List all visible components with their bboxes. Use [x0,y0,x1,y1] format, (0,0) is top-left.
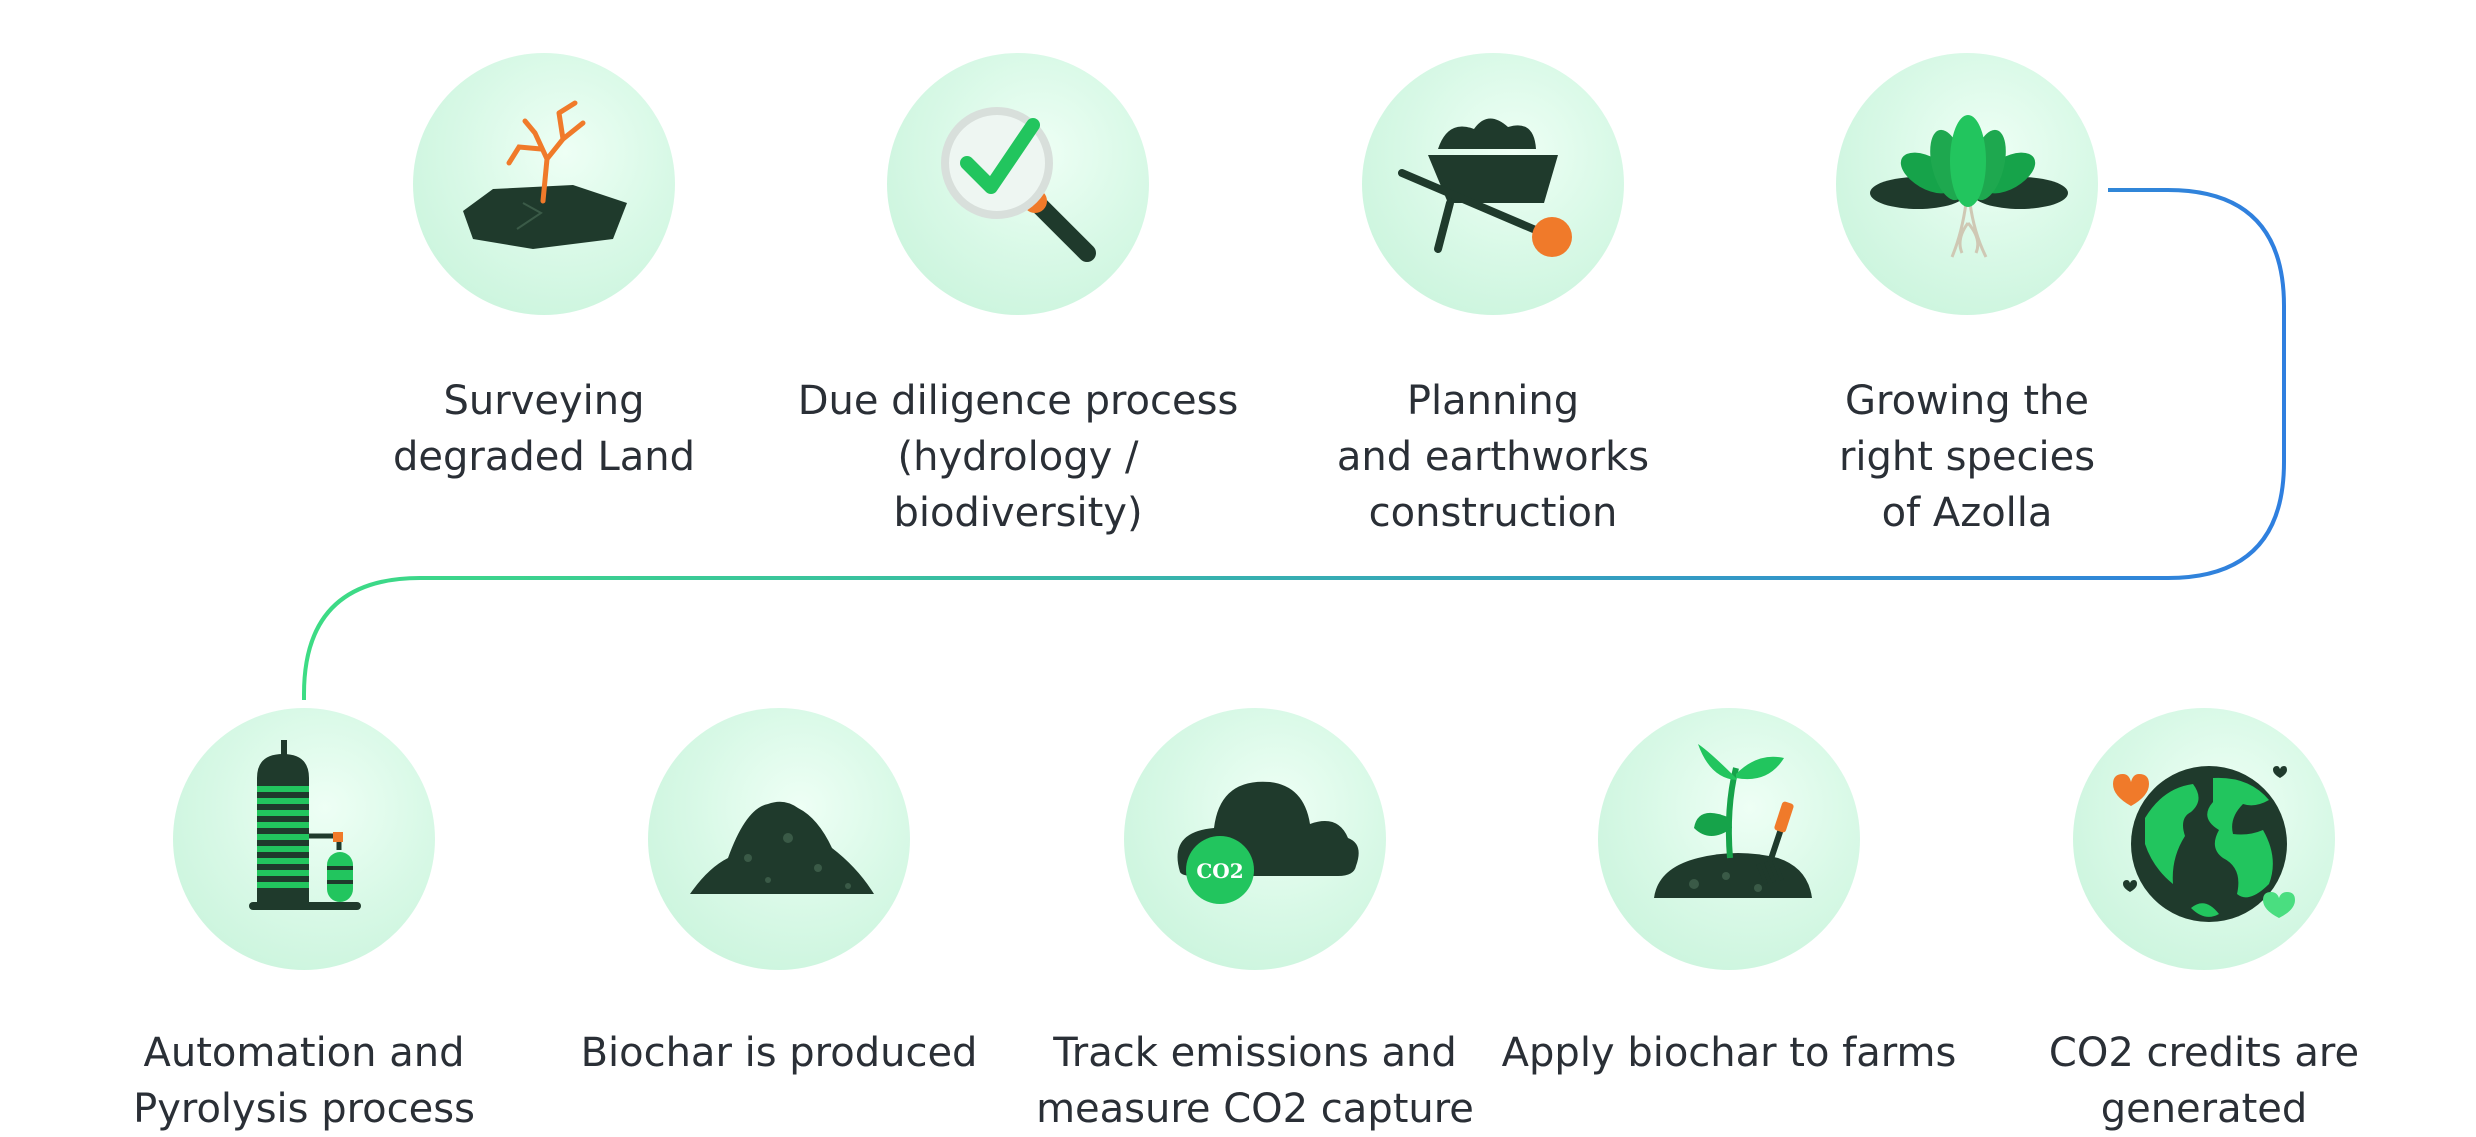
step-icon-circle [1836,53,2098,315]
step-due-diligence: Due diligence process (hydrology / biodi… [758,53,1278,541]
magnifier-check-icon [941,107,1096,262]
step-track-emissions: CO2 Track emissions and measure CO2 capt… [995,708,1515,1137]
pyrolysis-tower-icon [249,740,361,910]
seedling-soil-icon [1654,744,1812,898]
step-label: Biochar is produced [580,1030,978,1076]
azolla-plant-icon [1870,115,2068,258]
co2-badge-text: CO2 [1196,859,1243,883]
step-label: CO2 credits are generated [2048,1030,2360,1132]
step-pyrolysis: Automation and Pyrolysis process [44,708,564,1137]
earth-hearts-icon [2113,766,2295,922]
biochar-pile-icon [690,801,874,894]
step-biochar: Biochar is produced [519,708,1039,1081]
step-icon-circle [648,708,910,970]
wheelbarrow-icon [1398,118,1572,257]
step-icon-circle [1362,53,1624,315]
step-co2-credits: CO2 credits are generated [1944,708,2464,1137]
step-planning: Planning and earthworks construction [1233,53,1753,541]
step-surveying: Surveying degraded Land [284,53,804,485]
step-label: Due diligence process (hydrology / biodi… [797,378,1239,536]
step-label: Automation and Pyrolysis process [133,1030,475,1132]
step-icon-circle [413,53,675,315]
step-label: Apply biochar to farms [1501,1030,1957,1076]
dead-plant-icon [463,100,627,249]
co2-cloud-icon: CO2 [1177,781,1359,904]
step-icon-circle [1598,708,1860,970]
step-label: Surveying degraded Land [393,378,695,480]
step-icon-circle [887,53,1149,315]
step-icon-circle [2073,708,2335,970]
connector-4-5 [302,188,2286,700]
step-label: Planning and earthworks construction [1336,378,1650,536]
step-label: Track emissions and measure CO2 capture [1036,1030,1474,1132]
step-azolla: Growing the right species of Azolla [1707,53,2227,541]
step-icon-circle [173,708,435,970]
step-icon-circle: CO2 [1124,708,1386,970]
step-label: Growing the right species of Azolla [1838,378,2096,536]
step-apply-biochar: Apply biochar to farms [1469,708,1989,1081]
